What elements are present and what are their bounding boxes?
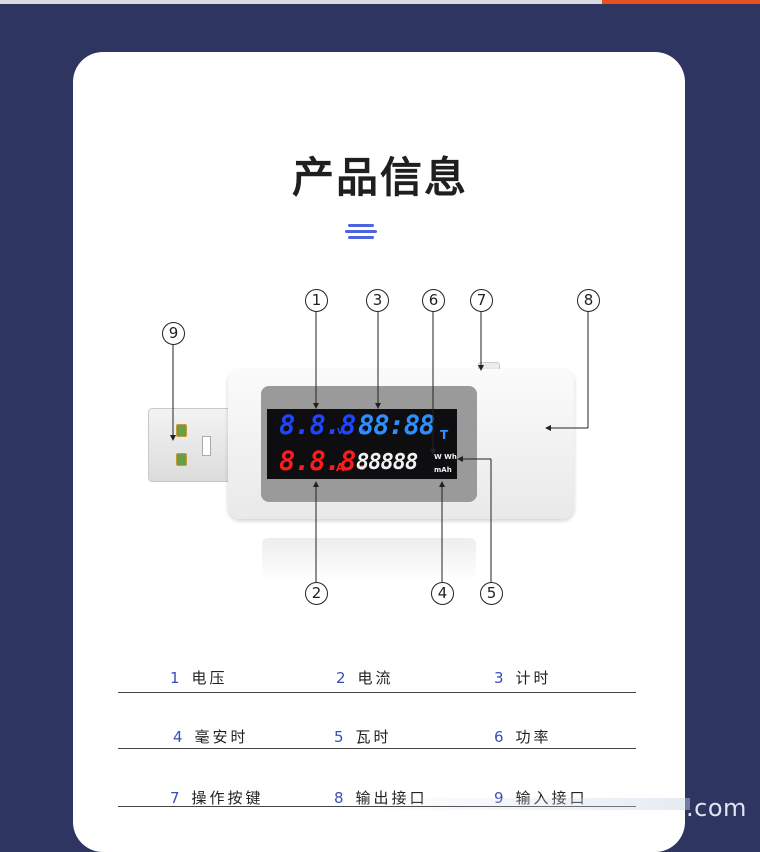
timer-unit: T bbox=[440, 428, 449, 442]
spec-item: 9输入接口 bbox=[494, 787, 588, 808]
usb-pin bbox=[176, 424, 187, 437]
page-title: 产品信息 bbox=[291, 153, 468, 202]
energy-reading: 88888 bbox=[356, 450, 418, 475]
voltage-reading: 8.8.8. bbox=[279, 410, 372, 441]
callout-4: 4 bbox=[431, 582, 454, 605]
callout-3: 3 bbox=[366, 289, 389, 312]
energy-unit-bottom: mAh bbox=[434, 466, 452, 474]
timer-reading: 88:88 bbox=[358, 410, 435, 441]
usb-pin bbox=[176, 453, 187, 466]
leader-lines bbox=[170, 311, 589, 582]
menu-icon bbox=[345, 222, 377, 240]
lcd-screen bbox=[267, 409, 457, 479]
watermark: .com bbox=[686, 794, 747, 822]
callout-6: 6 bbox=[422, 289, 445, 312]
spec-divider bbox=[118, 692, 636, 693]
spec-item: 8输出接口 bbox=[334, 789, 425, 807]
product-diagram: 8.8.8. V 88:88 T 8.8.8. A 88888 W Wh mAh… bbox=[148, 289, 600, 605]
spec-divider bbox=[118, 806, 636, 807]
top-accent-bar bbox=[602, 0, 760, 4]
watermark-smear bbox=[360, 798, 690, 810]
spec-divider bbox=[118, 748, 636, 749]
current-unit: A bbox=[336, 461, 345, 474]
callout-8: 8 bbox=[577, 289, 600, 312]
callout-1: 1 bbox=[305, 289, 328, 312]
callout-9: 9 bbox=[162, 322, 185, 345]
callout-5: 5 bbox=[480, 582, 503, 605]
usb-slot bbox=[202, 436, 211, 456]
callout-2: 2 bbox=[305, 582, 328, 605]
energy-unit-top: W Wh bbox=[434, 453, 457, 461]
voltage-unit: V bbox=[337, 427, 344, 436]
meter-reflection bbox=[262, 538, 476, 582]
current-reading: 8.8.8. bbox=[279, 446, 372, 477]
callout-7: 7 bbox=[470, 289, 493, 312]
usb-input-plug bbox=[148, 408, 232, 482]
top-strip bbox=[0, 0, 760, 4]
